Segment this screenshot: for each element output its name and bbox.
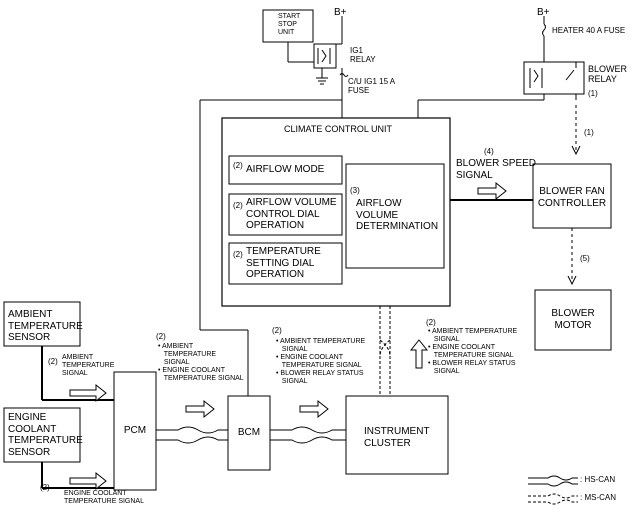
step-2-bcm-ic: (2) — [272, 326, 282, 335]
legend-ms-can: : MS-CAN — [580, 493, 616, 502]
temperature-dial-label: TEMPERATURE SETTING DIAL OPERATION — [246, 246, 321, 280]
step-2-volume: (2) — [233, 201, 243, 210]
ig1-relay-label: IG1 RELAY — [350, 46, 376, 65]
step-5-label: (5) — [580, 254, 590, 263]
temperature-dial-box — [228, 242, 343, 285]
step-2-ect: (2) — [40, 483, 50, 492]
step-2-ic-ccu: (2) — [426, 318, 436, 327]
bcm-ic-arrow — [299, 399, 329, 419]
airflow-volume-dial-box — [228, 193, 343, 236]
airflow-mode-box — [228, 155, 343, 185]
b-plus-label: B+ — [334, 7, 347, 18]
instrument-cluster-box — [345, 395, 449, 475]
pcm-bcm-arrow — [185, 399, 215, 419]
step-2-pcm-bcm: (2) — [156, 332, 166, 341]
pcm-bcm-signals: • AMBIENT TEMPERATURE SIGNAL • ENGINE CO… — [158, 343, 244, 383]
bcm-ic-signals: • AMBIENT TEMPERATURE SIGNAL • ENGINE CO… — [276, 338, 366, 386]
pcm-box — [113, 371, 157, 491]
ic-ccu-signals: • AMBIENT TEMPERATURE SIGNAL • ENGINE CO… — [428, 328, 518, 376]
blower-relay-box — [523, 61, 585, 95]
ambient-signal-label: AMBIENT TEMPERATURE SIGNAL — [62, 354, 115, 378]
airflow-volume-determination-label: AIRFLOW VOLUME DETERMINATION — [356, 198, 439, 232]
heater-fuse-label: HEATER 40 A FUSE — [552, 26, 626, 35]
airflow-volume-determination-box — [345, 163, 445, 269]
climate-control-unit-box — [221, 117, 451, 307]
pcm-label: PCM — [123, 425, 147, 436]
ic-ccu-arrow — [409, 339, 429, 369]
ig1-relay-box — [313, 43, 337, 69]
step-2-ambient: (2) — [48, 357, 58, 366]
bcm-box — [227, 395, 271, 471]
blower-motor-box — [534, 289, 612, 351]
cu-ig1-fuse-label: C/U IG1 15 A FUSE — [348, 77, 396, 96]
climate-control-unit-title: CLIMATE CONTROL UNIT — [284, 124, 393, 134]
bcm-label: BCM — [237, 427, 261, 438]
step-2-airflow: (2) — [233, 161, 243, 170]
step-2-temp: (2) — [233, 250, 243, 259]
step-1-arrow-label: (1) — [584, 128, 594, 137]
blower-relay-label: BLOWER RELAY — [588, 64, 628, 85]
airflow-mode-label: AIRFLOW MODE — [246, 164, 325, 175]
step-1-label: (1) — [588, 89, 598, 98]
instrument-cluster-label: INSTRUMENT CLUSTER — [364, 426, 430, 449]
blower-motor-label: BLOWER MOTOR — [551, 308, 595, 331]
blower-speed-signal-label: BLOWER SPEED SIGNAL — [456, 158, 537, 181]
ambient-sensor-label: AMBIENT TEMPERATURE SENSOR — [8, 309, 83, 343]
start-stop-unit-label: START STOP UNIT — [278, 13, 301, 37]
blower-fan-controller-label: BLOWER FAN CONTROLLER — [537, 186, 607, 209]
ect-signal-label: ENGINE COOLANT TEMPERATURE SIGNAL — [64, 490, 144, 506]
step-3-label: (3) — [350, 186, 360, 195]
ect-signal-arrow — [69, 471, 107, 491]
step-4-label: (4) — [484, 147, 494, 156]
ect-sensor-label: ENGINE COOLANT TEMPERATURE SENSOR — [8, 412, 83, 458]
airflow-volume-dial-label: AIRFLOW VOLUME CONTROL DIAL OPERATION — [246, 197, 337, 231]
b-plus-label-2: B+ — [537, 7, 550, 18]
legend-hs-can: : HS-CAN — [580, 475, 616, 484]
ambient-signal-arrow — [69, 383, 107, 403]
blower-speed-arrow — [477, 181, 507, 201]
